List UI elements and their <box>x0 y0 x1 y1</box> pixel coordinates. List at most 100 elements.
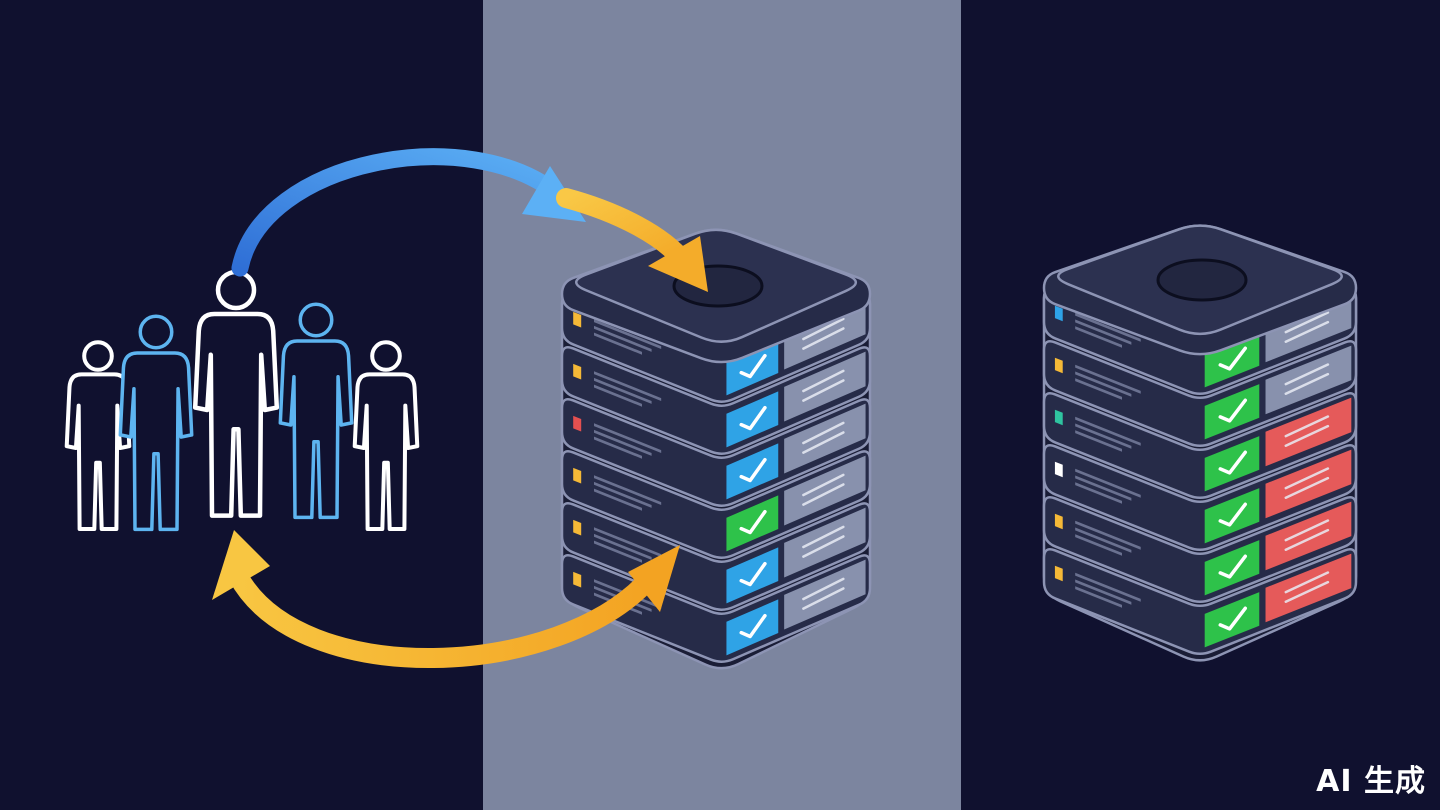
check-icon <box>1218 398 1247 423</box>
info-line <box>1284 467 1330 490</box>
text-line <box>1075 534 1122 556</box>
check-icon <box>739 353 767 379</box>
check-icon <box>739 509 767 535</box>
text-line <box>594 540 642 563</box>
text-line <box>1075 364 1141 394</box>
text-line <box>594 325 652 352</box>
info-line <box>802 525 845 549</box>
info-line <box>1284 476 1330 499</box>
info-tile <box>1265 449 1352 519</box>
status-led-icon <box>1054 305 1063 322</box>
info-tile <box>784 559 866 630</box>
check-icon <box>1218 606 1247 631</box>
status-tile <box>726 391 779 448</box>
status-tile <box>726 443 779 500</box>
text-line <box>594 371 662 401</box>
text-line <box>594 332 642 355</box>
server-top <box>560 228 872 364</box>
info-tile <box>1265 397 1352 467</box>
info-line <box>802 535 845 558</box>
status-led-icon <box>1054 409 1063 426</box>
text-line <box>1075 378 1122 400</box>
status-tile <box>1204 540 1260 596</box>
watermark: AI 生成 <box>1316 764 1426 799</box>
status-tile <box>1204 592 1260 648</box>
info-line <box>1284 424 1330 447</box>
text-line <box>1075 572 1141 602</box>
person-left-icon <box>118 314 194 532</box>
info-line <box>1284 528 1330 551</box>
status-led-icon <box>573 363 582 380</box>
check-icon <box>739 613 767 639</box>
status-tile <box>726 599 779 656</box>
person-far-right-icon <box>352 340 420 531</box>
text-line <box>1075 475 1132 501</box>
text-line <box>594 436 642 459</box>
check-icon <box>1218 346 1247 371</box>
info-tile <box>1265 553 1352 623</box>
text-line <box>1075 423 1132 449</box>
status-tile <box>1204 384 1260 440</box>
server-top <box>1042 224 1358 356</box>
info-line <box>802 327 845 350</box>
text-line <box>594 488 642 511</box>
info-tile <box>784 403 866 474</box>
info-line <box>802 587 845 610</box>
text-line <box>1075 482 1122 504</box>
info-tile <box>1265 345 1352 415</box>
status-led-icon <box>573 311 582 328</box>
info-line <box>1284 415 1330 438</box>
server-unit-2 <box>1042 339 1358 448</box>
check-icon <box>739 457 767 483</box>
info-line <box>802 369 845 393</box>
server-unit-4 <box>1042 443 1358 552</box>
info-line <box>1284 320 1330 343</box>
text-line <box>594 475 662 505</box>
text-line <box>594 377 652 404</box>
yellow-arrow-top <box>556 188 708 292</box>
info-line <box>1284 580 1330 603</box>
check-icon <box>1218 450 1247 475</box>
server-unit-2 <box>560 346 872 455</box>
info-line <box>802 483 845 506</box>
text-line <box>594 384 642 407</box>
status-tile <box>1204 332 1260 388</box>
info-line <box>1284 519 1330 542</box>
info-line <box>802 577 845 601</box>
text-line <box>1075 468 1141 498</box>
text-line <box>1075 430 1122 452</box>
check-icon <box>1218 502 1247 527</box>
status-led-icon <box>573 519 582 536</box>
status-tile <box>726 547 779 604</box>
info-line <box>1284 311 1330 334</box>
text-line <box>1075 586 1122 608</box>
info-tile <box>784 351 866 422</box>
server-stack-right <box>1042 224 1358 662</box>
server-unit-5 <box>1042 495 1358 604</box>
info-tile <box>784 455 866 526</box>
text-line <box>1075 371 1132 397</box>
info-line <box>802 473 845 497</box>
text-line <box>594 481 652 508</box>
status-tile <box>726 495 779 552</box>
server-unit-4 <box>560 450 872 559</box>
check-icon <box>1218 554 1247 579</box>
info-tile <box>784 507 866 578</box>
status-tile <box>1204 436 1260 492</box>
text-line <box>594 319 662 349</box>
info-line <box>802 431 845 454</box>
text-line <box>594 527 662 557</box>
text-line <box>594 533 652 560</box>
server-unit-6 <box>1042 547 1358 656</box>
status-tile <box>1204 488 1260 544</box>
yellow-arrow-bottom <box>212 530 680 668</box>
text-line <box>1075 416 1141 446</box>
info-line <box>1284 372 1330 395</box>
text-line <box>1075 319 1132 345</box>
status-tile <box>726 339 779 396</box>
text-line <box>1075 520 1141 550</box>
info-line <box>802 421 845 445</box>
text-line <box>1075 312 1141 342</box>
